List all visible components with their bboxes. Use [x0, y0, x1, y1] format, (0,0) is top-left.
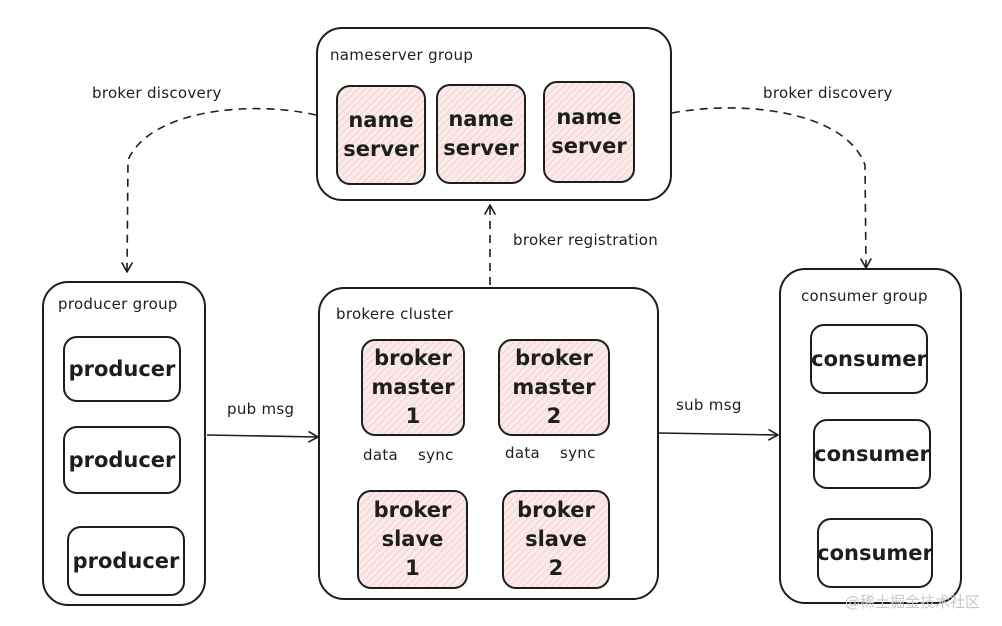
sub-label: sub msg [676, 396, 742, 414]
sub-arrow [658, 429, 779, 441]
nameserver-node-3: name server [543, 81, 635, 183]
producer-node-1: producer [63, 336, 181, 402]
discovery-left-label: broker discovery [92, 84, 222, 102]
registration-label: broker registration [513, 231, 659, 249]
discovery-left-arrow [121, 107, 317, 273]
broker-cluster-title: brokere cluster [336, 305, 454, 323]
discovery-right-arrow [671, 107, 872, 269]
sync-1-right-label: sync [418, 446, 454, 464]
producer-node-3: producer [67, 526, 185, 596]
broker-master-2: broker master 2 [498, 339, 610, 436]
pub-arrow [206, 431, 319, 443]
sync-1-left-label: data [363, 446, 398, 464]
broker-master-1: broker master 1 [361, 339, 465, 436]
nameserver-group-title: nameserver group [330, 46, 474, 64]
sync-2-left-label: data [505, 444, 540, 462]
broker-slave-2: broker slave 2 [502, 490, 610, 589]
sync-2-right-label: sync [560, 444, 596, 462]
producer-node-2: producer [63, 426, 181, 494]
broker-slave-1: broker slave 1 [357, 490, 468, 589]
watermark: @稀土掘金技术社区 [844, 593, 980, 611]
consumer-node-1: consumer [810, 324, 928, 394]
consumer-group-title: consumer group [801, 287, 928, 305]
consumer-node-3: consumer [817, 518, 933, 588]
discovery-right-label: broker discovery [763, 84, 893, 102]
nameserver-node-1: name server [336, 85, 426, 185]
producer-group-title: producer group [58, 295, 178, 313]
consumer-node-2: consumer [813, 419, 931, 489]
nameserver-node-2: name server [436, 84, 526, 184]
pub-label: pub msg [227, 400, 295, 418]
